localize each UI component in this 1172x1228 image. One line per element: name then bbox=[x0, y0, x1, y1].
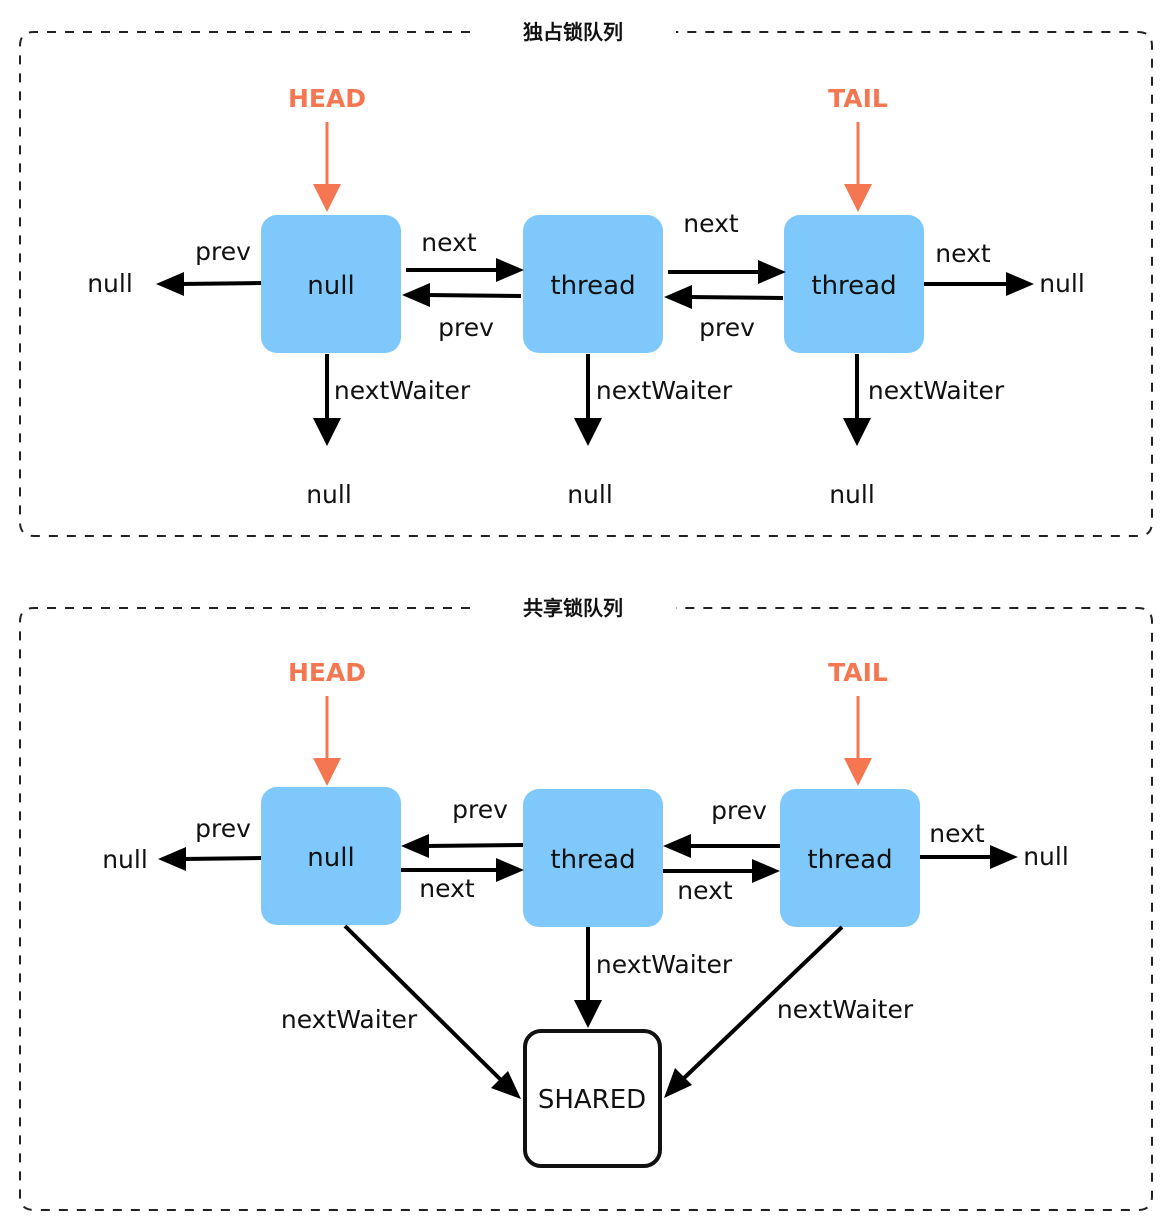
exclusive-node-middle-label: thread bbox=[550, 271, 635, 301]
exclusive-next-arrowhead-2 bbox=[758, 260, 786, 284]
exclusive-node-head-label: null bbox=[307, 271, 354, 301]
shared-waiter-label-3: nextWaiter bbox=[777, 995, 914, 1024]
shared-next-label-1: next bbox=[419, 874, 475, 903]
shared-head-arrowhead bbox=[313, 758, 341, 786]
shared-next-label-2: next bbox=[677, 876, 733, 905]
shared-node-head-label: null bbox=[307, 843, 354, 873]
shared-waiter-label-1: nextWaiter bbox=[281, 1005, 418, 1034]
shared-waiter-edge-3 bbox=[680, 925, 844, 1082]
exclusive-prev-edge-2 bbox=[425, 293, 522, 298]
shared-node-tail bbox=[780, 789, 920, 927]
shared-left-null: null bbox=[102, 845, 148, 874]
exclusive-right-null: null bbox=[1039, 269, 1085, 298]
shared-prev-label-head: prev bbox=[195, 814, 251, 843]
shared-prev-arrowhead-2 bbox=[401, 834, 429, 858]
exclusive-node-middle bbox=[523, 215, 663, 353]
exclusive-next-arrowhead-3 bbox=[1006, 272, 1034, 296]
exclusive-prev-edge-3 bbox=[687, 295, 784, 300]
exclusive-waiter-arrowhead-2 bbox=[574, 418, 602, 446]
shared-waiter-label-2: nextWaiter bbox=[596, 950, 733, 979]
shared-waiter-edge-1 bbox=[343, 924, 504, 1083]
shared-node-middle-label: thread bbox=[550, 845, 635, 875]
shared-waiter-arrowhead-1 bbox=[491, 1071, 521, 1099]
exclusive-left-null: null bbox=[87, 269, 133, 298]
exclusive-prev-arrowhead-head bbox=[156, 272, 184, 296]
exclusive-prev-arrowhead-2 bbox=[402, 283, 430, 307]
shared-prev-arrowhead-head bbox=[158, 847, 186, 871]
exclusive-node-tail bbox=[784, 215, 924, 353]
shared-queue-panel: 共享锁队列 HEAD TAIL null thread thread prev … bbox=[19, 596, 1153, 1211]
shared-title: 共享锁队列 bbox=[523, 596, 623, 620]
exclusive-title: 独占锁队列 bbox=[523, 20, 623, 44]
exclusive-prev-label-2: prev bbox=[438, 313, 494, 342]
exclusive-head-arrowhead bbox=[313, 184, 341, 212]
exclusive-waiter-arrowhead-1 bbox=[313, 418, 341, 446]
shared-tail-label: TAIL bbox=[828, 658, 888, 687]
exclusive-prev-arrowhead-3 bbox=[664, 285, 692, 309]
exclusive-tail-arrowhead bbox=[844, 184, 872, 212]
exclusive-waiter-null-2: null bbox=[567, 480, 613, 509]
exclusive-waiter-label-3: nextWaiter bbox=[868, 376, 1005, 405]
shared-waiter-arrowhead-2 bbox=[574, 1000, 602, 1028]
exclusive-waiter-label-1: nextWaiter bbox=[334, 376, 471, 405]
exclusive-next-label-3: next bbox=[935, 239, 991, 268]
shared-tail-arrowhead bbox=[844, 758, 872, 786]
shared-next-arrowhead-3 bbox=[990, 845, 1018, 869]
shared-prev-edge-head bbox=[181, 856, 262, 861]
exclusive-prev-label-head: prev bbox=[195, 237, 251, 266]
shared-next-label-3: next bbox=[929, 819, 985, 848]
shared-right-null: null bbox=[1023, 842, 1069, 871]
shared-mode-node bbox=[523, 1029, 662, 1168]
shared-mode-node-label: SHARED bbox=[538, 1085, 646, 1115]
shared-waiter-arrowhead-3 bbox=[664, 1068, 692, 1098]
shared-prev-label-2: prev bbox=[452, 795, 508, 824]
exclusive-prev-edge-head bbox=[179, 281, 262, 286]
shared-frame bbox=[19, 607, 1153, 1211]
shared-prev-edge-2 bbox=[425, 843, 524, 848]
exclusive-next-label-2: next bbox=[683, 209, 739, 238]
exclusive-frame bbox=[19, 31, 1153, 537]
exclusive-waiter-arrowhead-3 bbox=[843, 418, 871, 446]
shared-node-tail-label: thread bbox=[807, 845, 892, 875]
exclusive-head-label: HEAD bbox=[288, 84, 366, 113]
exclusive-prev-label-3: prev bbox=[699, 313, 755, 342]
shared-head-label: HEAD bbox=[288, 658, 366, 687]
exclusive-tail-label: TAIL bbox=[828, 84, 888, 113]
shared-node-middle bbox=[523, 789, 663, 927]
shared-node-head bbox=[261, 787, 401, 925]
exclusive-next-label-1: next bbox=[421, 228, 477, 257]
shared-prev-arrowhead-3 bbox=[663, 834, 691, 858]
exclusive-waiter-null-1: null bbox=[306, 480, 352, 509]
exclusive-waiter-null-3: null bbox=[829, 480, 875, 509]
exclusive-waiter-label-2: nextWaiter bbox=[596, 376, 733, 405]
exclusive-next-arrowhead-1 bbox=[496, 258, 524, 282]
exclusive-node-tail-label: thread bbox=[811, 271, 896, 301]
shared-prev-label-3: prev bbox=[711, 796, 767, 825]
exclusive-node-head bbox=[261, 215, 401, 353]
shared-next-arrowhead-2 bbox=[752, 859, 780, 883]
shared-next-arrowhead-1 bbox=[496, 858, 524, 882]
exclusive-queue-panel: 独占锁队列 HEAD TAIL null thread thread prev … bbox=[19, 20, 1153, 537]
